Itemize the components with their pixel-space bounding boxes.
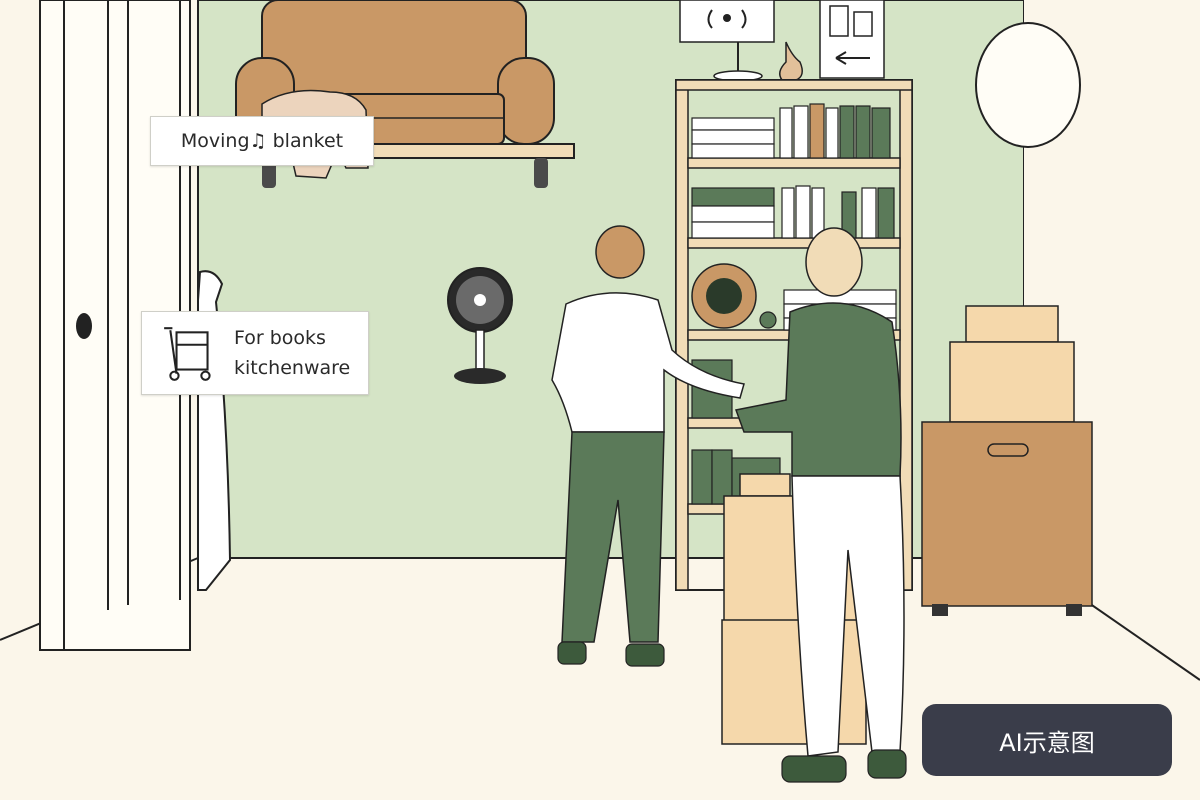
person-green-sweater — [734, 227, 907, 783]
lamp-icon — [713, 41, 803, 82]
framed-poster — [819, 0, 885, 79]
ai-badge-text: AI示意图 — [999, 728, 1095, 757]
wall-sign-icon — [679, 0, 775, 43]
door — [39, 0, 191, 651]
box-stack — [921, 305, 1093, 616]
moving-blanket-label: Moving♫ blanket — [150, 116, 374, 166]
ai-illustration-badge: AI示意图 — [922, 704, 1172, 776]
hand-truck-icon — [164, 327, 211, 381]
wall-mirror — [975, 22, 1081, 148]
fan-icon — [447, 267, 513, 384]
moving-blanket-label-text: Moving♫ blanket — [180, 130, 344, 152]
book-box-label: For books kitchenware — [141, 311, 369, 395]
door-handle — [76, 313, 92, 339]
book-box-label-line2: kitchenware — [234, 357, 351, 379]
person-white-shirt — [551, 225, 745, 667]
book-box-label-line1: For books — [234, 327, 326, 349]
